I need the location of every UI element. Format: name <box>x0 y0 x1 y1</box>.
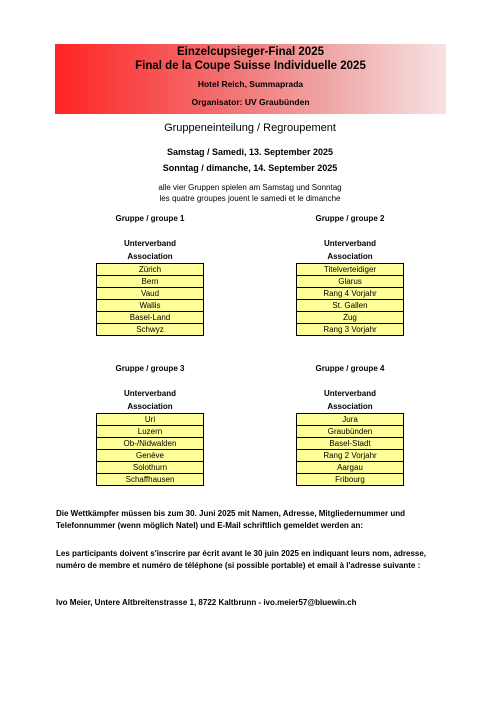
group-subtitle-de: Unterverband <box>323 389 376 398</box>
table-row: Rang 2 Vorjahr <box>296 449 404 462</box>
group-subtitle-fr: Association <box>327 402 373 411</box>
date-saturday: Samstag / Samedi, 13. September 2025 <box>166 147 334 157</box>
note-french: les quatre groupes jouent le samedi et l… <box>159 194 341 203</box>
table-row: St. Gallen <box>296 299 404 312</box>
table-row: Rang 3 Vorjahr <box>296 323 404 336</box>
group-subtitle-de: Unterverband <box>123 389 176 398</box>
title-banner: Einzelcupsieger-Final 2025 Final de la C… <box>55 44 446 114</box>
table-row: Schaffhausen <box>96 473 204 486</box>
member-cell: Uri <box>96 413 204 426</box>
member-cell: Fribourg <box>296 473 404 486</box>
table-row: Zug <box>296 311 404 324</box>
member-cell: Wallis <box>96 299 204 312</box>
member-cell: Titelverteidiger <box>296 263 404 276</box>
group-subtitle-de: Unterverband <box>323 239 376 248</box>
table-row: Luzern <box>96 425 204 438</box>
table-row: Uri <box>96 413 204 426</box>
table-row: Schwyz <box>96 323 204 336</box>
member-cell: Genève <box>96 449 204 462</box>
page-heading: Gruppeneinteilung / Regroupement <box>164 122 336 134</box>
member-cell: Jura <box>296 413 404 426</box>
note-german: alle vier Gruppen spielen am Samstag und… <box>158 183 342 192</box>
group-subtitle-de: Unterverband <box>123 239 176 248</box>
member-cell: Bern <box>96 275 204 288</box>
table-row: Solothurn <box>96 461 204 474</box>
member-cell: Aargau <box>296 461 404 474</box>
group-title: Gruppe / groupe 3 <box>115 364 185 373</box>
member-cell: Luzern <box>96 425 204 438</box>
group-subtitle-fr: Association <box>327 252 373 261</box>
member-cell: Rang 4 Vorjahr <box>296 287 404 300</box>
title-german: Einzelcupsieger-Final 2025 <box>176 46 324 58</box>
table-row: Zürich <box>96 263 204 276</box>
table-row: Aargau <box>296 461 404 474</box>
table-row: Genève <box>96 449 204 462</box>
table-row: Bern <box>96 275 204 288</box>
member-cell: Solothurn <box>96 461 204 474</box>
group-subtitle-fr: Association <box>127 402 173 411</box>
table-row: Fribourg <box>296 473 404 486</box>
member-cell: Schaffhausen <box>96 473 204 486</box>
group-title: Gruppe / groupe 1 <box>115 214 185 223</box>
registration-french: Les participants doivent s'inscrire par … <box>56 549 427 570</box>
group-subtitle-fr: Association <box>127 252 173 261</box>
title-french: Final de la Coupe Suisse Individuelle 20… <box>135 60 366 72</box>
table-row: Vaud <box>96 287 204 300</box>
contact-address: Ivo Meier, Untere Altbreitenstrasse 1, 8… <box>56 598 357 607</box>
member-cell: Graubünden <box>296 425 404 438</box>
table-row: Glarus <box>296 275 404 288</box>
table-row: Graubünden <box>296 425 404 438</box>
table-row: Basel-Land <box>96 311 204 324</box>
group-title: Gruppe / groupe 4 <box>315 364 385 373</box>
table-row: Ob-/Nidwalden <box>96 437 204 450</box>
member-cell: Zürich <box>96 263 204 276</box>
organizer: Organisator: UV Graubünden <box>191 97 310 107</box>
member-cell: Basel-Land <box>96 311 204 324</box>
venue: Hotel Reich, Summaprada <box>197 79 304 89</box>
member-cell: Rang 3 Vorjahr <box>296 323 404 336</box>
member-cell: St. Gallen <box>296 299 404 312</box>
member-cell: Basel-Stadt <box>296 437 404 450</box>
group-title: Gruppe / groupe 2 <box>315 214 385 223</box>
member-cell: Vaud <box>96 287 204 300</box>
table-row: Basel-Stadt <box>296 437 404 450</box>
table-row: Jura <box>296 413 404 426</box>
table-row: Wallis <box>96 299 204 312</box>
table-row: Titelverteidiger <box>296 263 404 276</box>
member-cell: Ob-/Nidwalden <box>96 437 204 450</box>
registration-german: Die Wettkämpfer müssen bis zum 30. Juni … <box>56 509 405 530</box>
member-cell: Glarus <box>296 275 404 288</box>
date-sunday: Sonntag / dimanche, 14. September 2025 <box>162 163 338 173</box>
member-cell: Zug <box>296 311 404 324</box>
member-cell: Schwyz <box>96 323 204 336</box>
member-cell: Rang 2 Vorjahr <box>296 449 404 462</box>
table-row: Rang 4 Vorjahr <box>296 287 404 300</box>
